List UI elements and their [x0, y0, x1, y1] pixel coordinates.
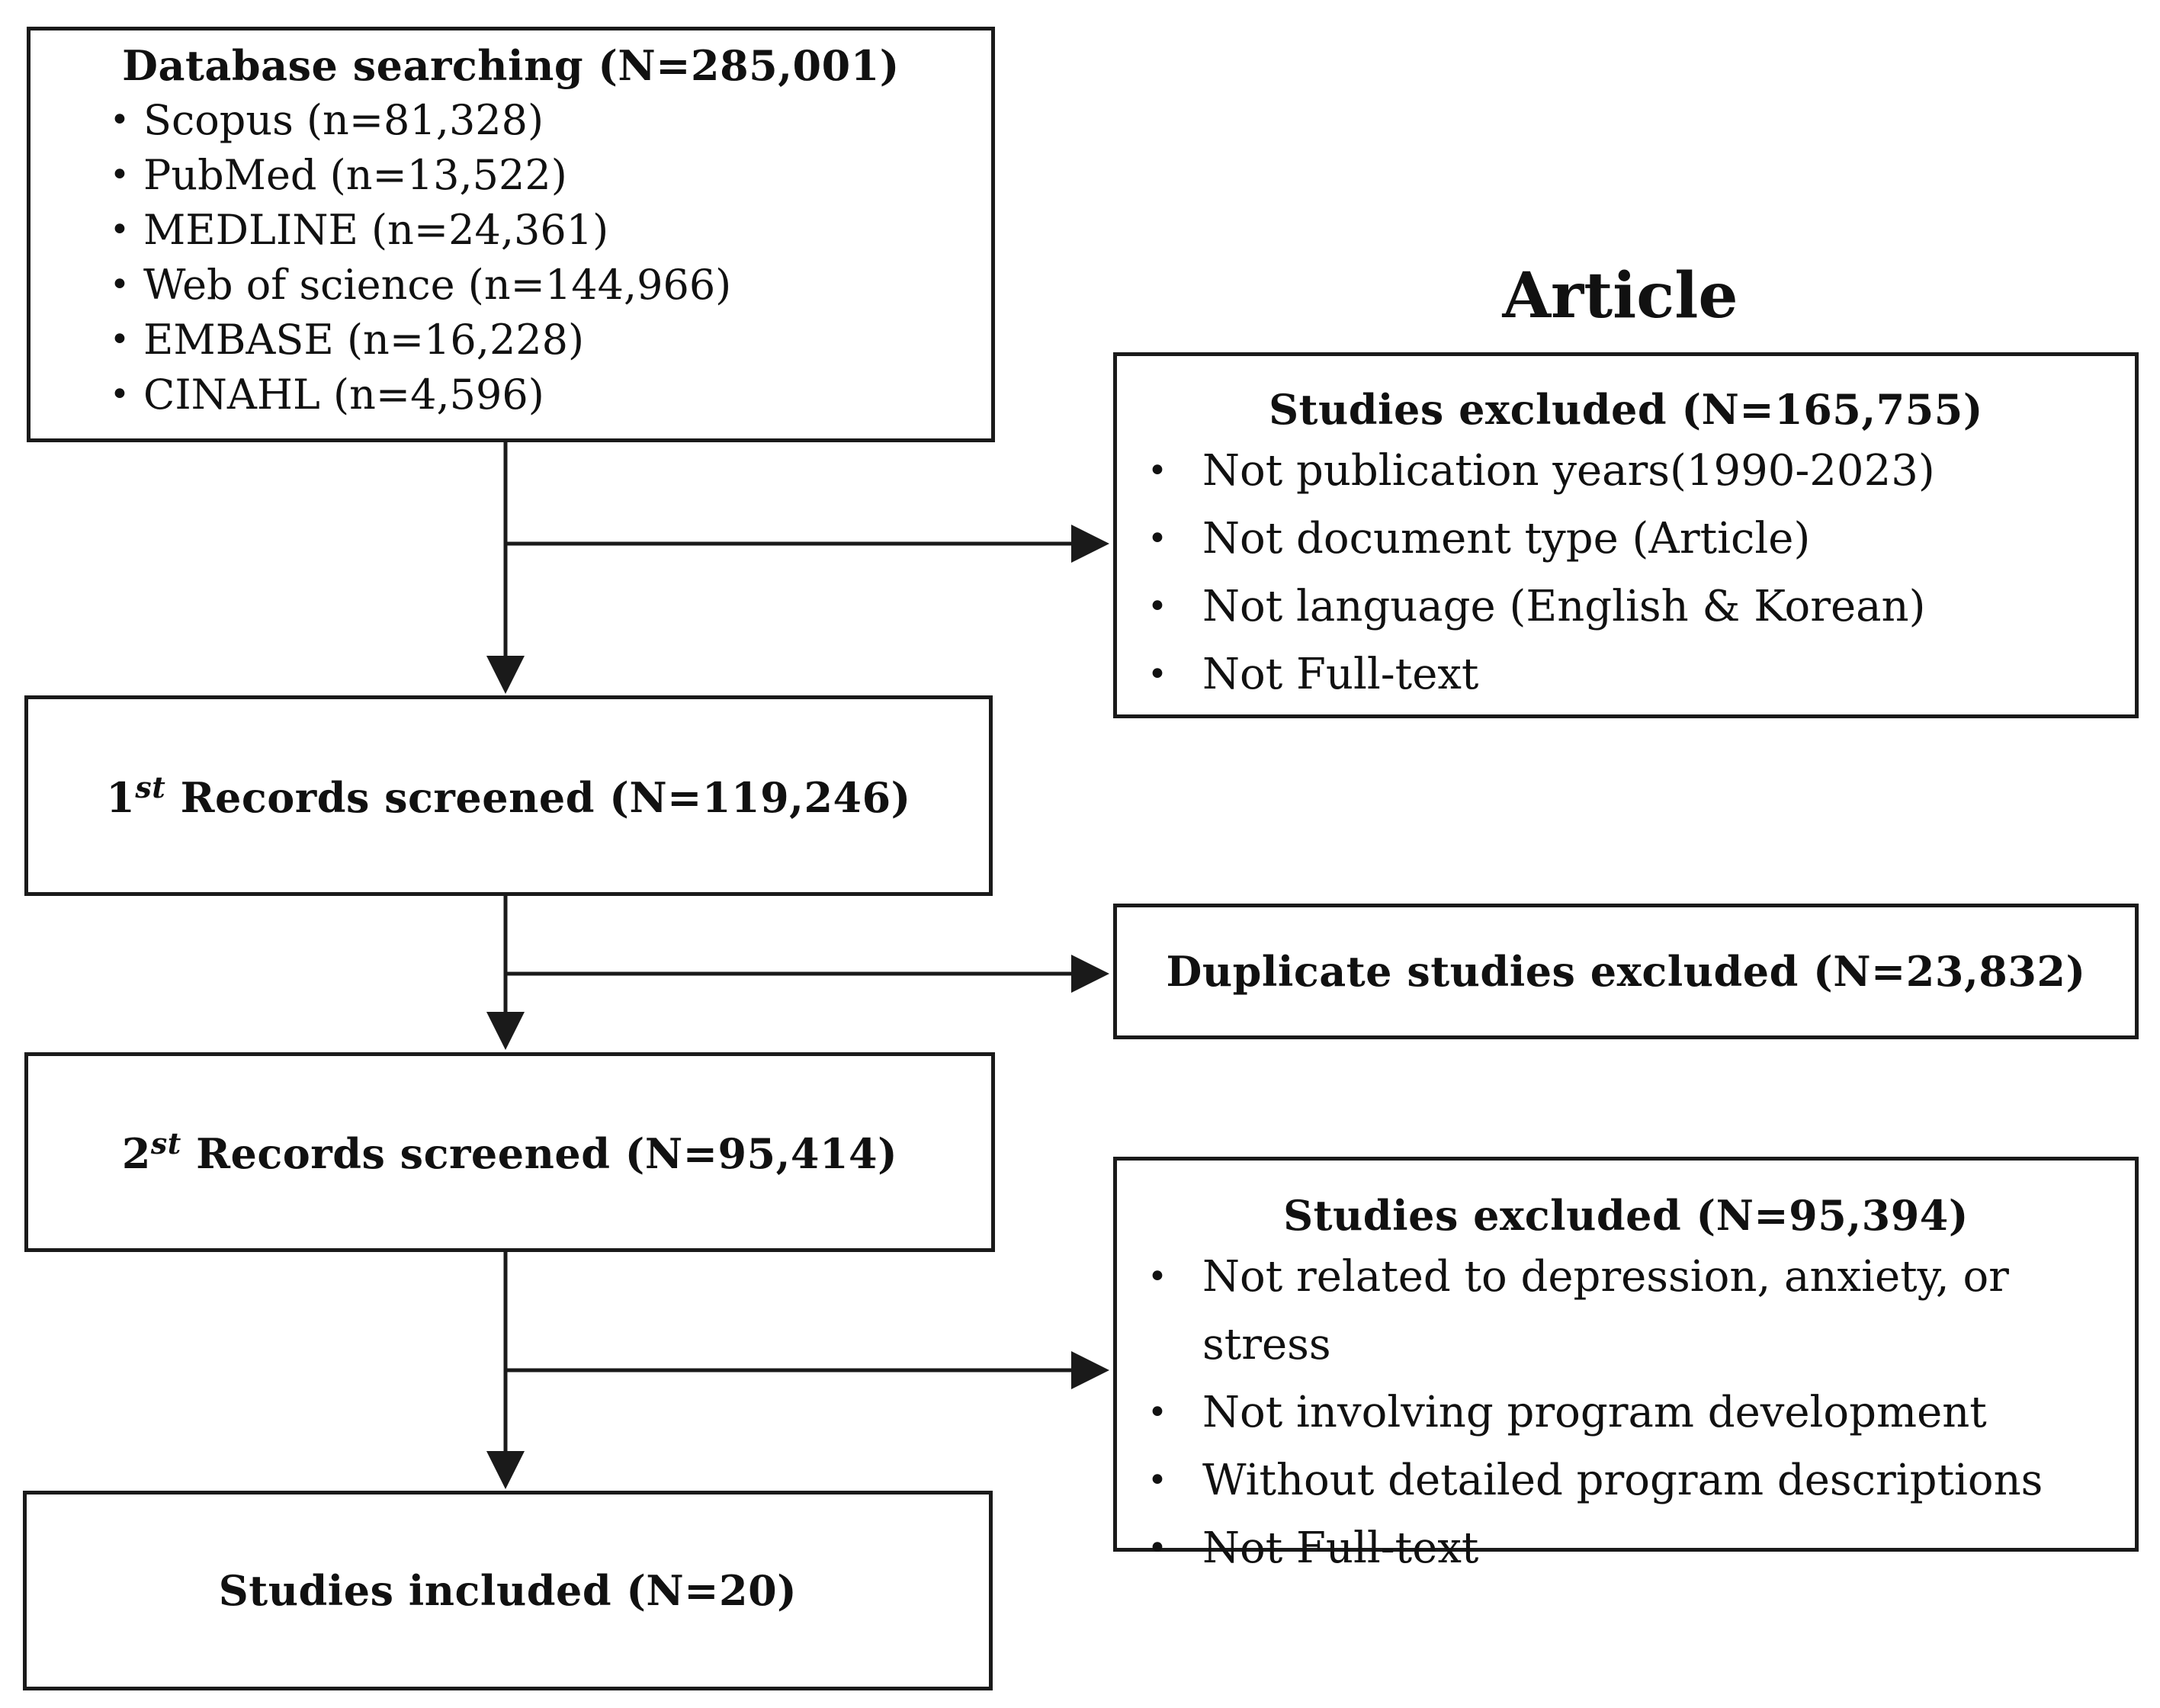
- exclusion-item: Not related to depression, anxiety, or s…: [1117, 1243, 2135, 1379]
- article-heading: Article: [1502, 259, 1738, 332]
- studies-excluded-title-1: Studies excluded (N=165,755): [1269, 385, 1983, 434]
- first-screen-number: 1: [106, 772, 136, 822]
- exclusion-item: Not involving program development: [1117, 1379, 2135, 1446]
- first-screen-text: Records screened (N=119,246): [165, 772, 911, 822]
- exclusion-item: Not language (English & Korean): [1117, 573, 2135, 640]
- exclusion-list-2: Not related to depression, anxiety, or s…: [1117, 1243, 2135, 1582]
- second-records-screened-box: 2st Records screened (N=95,414): [24, 1052, 995, 1252]
- database-item: MEDLINE (n=24,361): [30, 203, 991, 258]
- duplicate-studies-title: Duplicate studies excluded (N=23,832): [1166, 947, 2086, 996]
- second-screen-number: 2: [121, 1129, 151, 1178]
- second-records-screened-label: 2st Records screened (N=95,414): [122, 1126, 897, 1178]
- studies-excluded-box-1: Studies excluded (N=165,755) Not publica…: [1113, 352, 2139, 718]
- database-list: Scopus (n=81,328) PubMed (n=13,522) MEDL…: [30, 93, 991, 422]
- first-screen-superscript: st: [135, 769, 166, 804]
- exclusion-item: Not publication years(1990-2023): [1117, 437, 2135, 505]
- database-item: CINAHL (n=4,596): [30, 368, 991, 422]
- exclusion-item: Without detailed program descriptions: [1117, 1446, 2135, 1514]
- studies-included-title: Studies included (N=20): [218, 1566, 798, 1615]
- studies-included-box: Studies included (N=20): [23, 1491, 993, 1690]
- database-item: PubMed (n=13,522): [30, 148, 991, 203]
- exclusion-item: Not Full-text: [1117, 640, 2135, 708]
- second-screen-superscript: st: [150, 1126, 181, 1161]
- exclusion-item: Not Full-text: [1117, 1514, 2135, 1582]
- database-searching-box: Database searching (N=285,001) Scopus (n…: [27, 27, 995, 442]
- database-searching-title: Database searching (N=285,001): [122, 41, 900, 90]
- exclusion-item: Not document type (Article): [1117, 505, 2135, 573]
- database-item: EMBASE (n=16,228): [30, 313, 991, 368]
- first-records-screened-box: 1st Records screened (N=119,246): [24, 695, 993, 896]
- exclusion-list-1: Not publication years(1990-2023) Not doc…: [1117, 437, 2135, 708]
- studies-excluded-box-2: Studies excluded (N=95,394) Not related …: [1113, 1157, 2139, 1582]
- duplicate-studies-box: Duplicate studies excluded (N=23,832): [1113, 904, 2139, 1039]
- studies-excluded-title-2: Studies excluded (N=95,394): [1283, 1191, 1969, 1240]
- database-item: Web of science (n=144,966): [30, 258, 991, 313]
- database-item: Scopus (n=81,328): [30, 93, 991, 148]
- second-screen-text: Records screened (N=95,414): [181, 1129, 898, 1178]
- first-records-screened-label: 1st Records screened (N=119,246): [106, 770, 910, 822]
